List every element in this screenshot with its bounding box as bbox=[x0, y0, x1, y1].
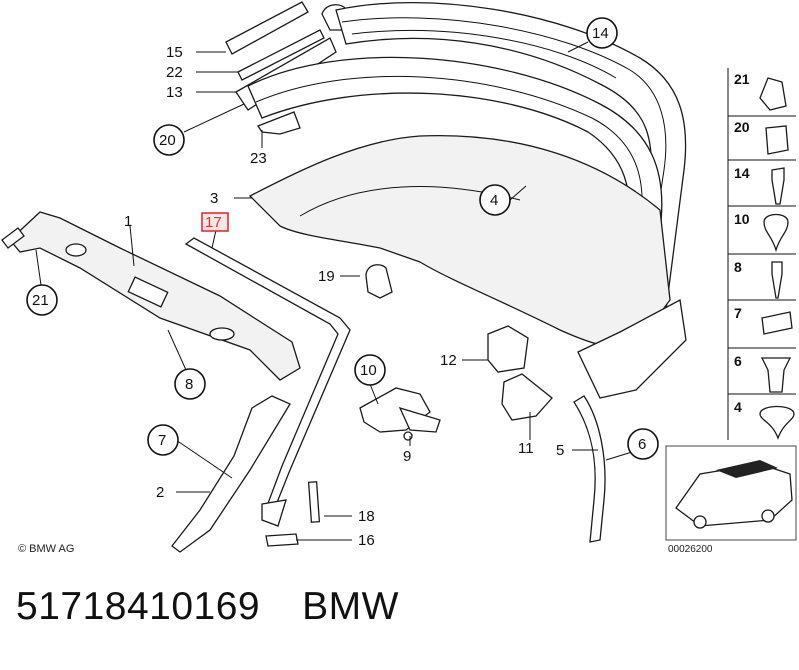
side-seal-6 bbox=[573, 395, 606, 543]
callout-6: 6 bbox=[638, 436, 646, 453]
bracket-19 bbox=[365, 264, 393, 299]
leader-lines bbox=[35, 41, 633, 541]
strip-16 bbox=[265, 533, 299, 547]
pin-18 bbox=[307, 481, 321, 523]
screw-8-icon bbox=[771, 261, 783, 299]
clip-7-icon bbox=[761, 311, 793, 335]
callout-22: 22 bbox=[166, 64, 183, 81]
mount-10-9 bbox=[359, 387, 441, 441]
callout-10: 10 bbox=[360, 362, 377, 379]
a-pillar-trim-2 bbox=[171, 395, 291, 553]
side-label-21: 21 bbox=[734, 71, 750, 87]
brand-name: BMW bbox=[302, 585, 399, 628]
clip-23 bbox=[257, 111, 301, 135]
screw-14-icon bbox=[771, 167, 785, 205]
callout-21-left: 21 bbox=[32, 292, 49, 309]
callout-2: 2 bbox=[156, 484, 164, 501]
callout-11: 11 bbox=[518, 440, 534, 457]
side-label-6: 6 bbox=[734, 353, 742, 369]
roof-frame-header-1 bbox=[1, 211, 301, 381]
callout-7: 7 bbox=[158, 432, 166, 449]
rivet-10-icon bbox=[763, 213, 789, 253]
car-location-thumbnail: 00026200 bbox=[665, 445, 797, 555]
callout-17: 17 bbox=[205, 214, 222, 231]
callout-1: 1 bbox=[124, 213, 132, 230]
side-label-7: 7 bbox=[734, 305, 742, 321]
bracket-12 bbox=[487, 325, 529, 373]
car-highlight-icon bbox=[716, 460, 778, 478]
trim-strip-22 bbox=[237, 29, 325, 81]
callout-15: 15 bbox=[166, 44, 183, 61]
callout-8: 8 bbox=[185, 376, 193, 393]
callout-13: 13 bbox=[166, 84, 183, 101]
clip-20-icon bbox=[765, 125, 789, 155]
part-footer: 51718410169 BMW bbox=[16, 585, 399, 629]
callout-5: 5 bbox=[556, 442, 564, 459]
callout-4: 4 bbox=[490, 192, 498, 209]
callout-labels: 15 22 13 23 3 1 19 12 9 11 5 2 18 16 bbox=[124, 44, 564, 549]
callout-18: 18 bbox=[358, 508, 375, 525]
trim-strip-15 bbox=[225, 1, 309, 55]
callout-3: 3 bbox=[210, 190, 218, 207]
diagram-number: 00026200 bbox=[668, 544, 713, 555]
clip-21-icon bbox=[759, 77, 787, 111]
callout-17-highlight[interactable]: 17 bbox=[201, 212, 229, 232]
side-label-20: 20 bbox=[734, 119, 750, 135]
side-label-14: 14 bbox=[734, 165, 750, 181]
clip-4-icon bbox=[759, 405, 795, 440]
callout-23: 23 bbox=[250, 150, 267, 167]
part-number: 51718410169 bbox=[16, 585, 261, 628]
callout-14: 14 bbox=[592, 25, 609, 42]
callout-19: 19 bbox=[318, 268, 335, 285]
bracket-11 bbox=[501, 373, 553, 421]
side-label-4: 4 bbox=[734, 399, 742, 415]
circled-callouts: 20 14 4 21 8 10 7 6 bbox=[26, 17, 659, 460]
windshield-seal-17 bbox=[184, 237, 351, 527]
fastener-side-panel: 21 20 14 10 8 7 6 4 bbox=[727, 68, 796, 440]
side-label-10: 10 bbox=[734, 211, 750, 227]
copyright: © BMW AG bbox=[18, 543, 74, 555]
callout-20: 20 bbox=[159, 132, 176, 149]
parcel-shelf-panel bbox=[248, 134, 687, 399]
car-body-icon bbox=[675, 463, 793, 527]
side-label-8: 8 bbox=[734, 259, 742, 275]
callout-16: 16 bbox=[358, 532, 375, 549]
callout-9: 9 bbox=[403, 448, 411, 465]
callout-12: 12 bbox=[440, 352, 457, 369]
clip-6-icon bbox=[760, 357, 792, 393]
